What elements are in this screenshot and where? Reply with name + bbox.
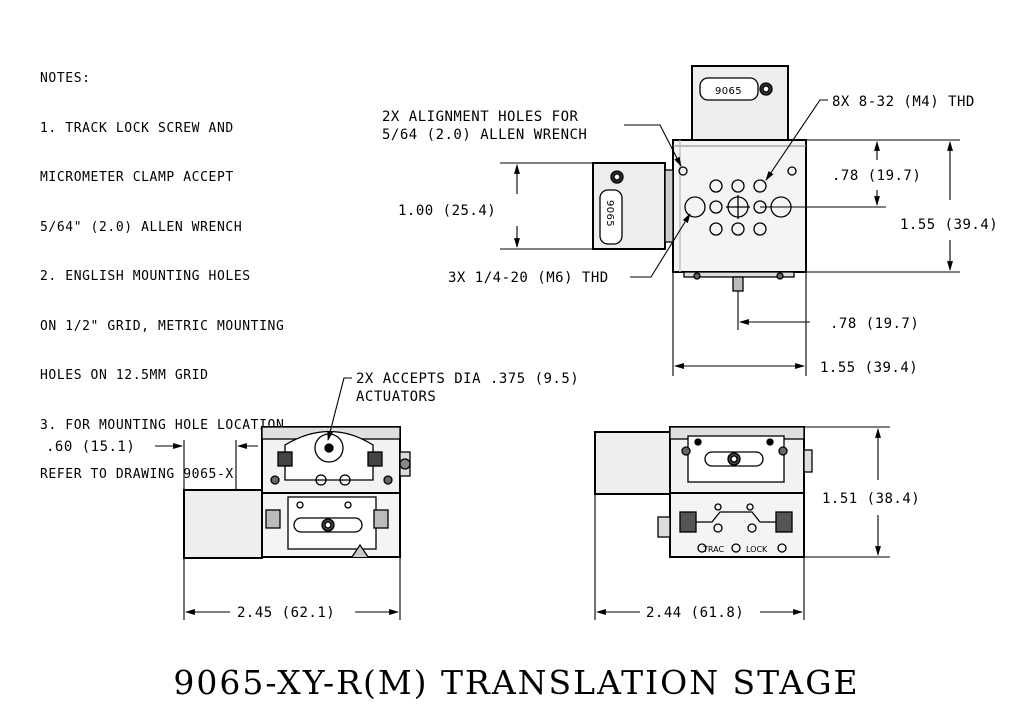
left-micrometer-block	[183, 489, 263, 559]
note-line-2: MICROMETER CLAMP ACCEPT	[40, 170, 234, 185]
dim-left-offset: .60 (15.1)	[46, 439, 135, 455]
callout-alignment-line1: 2X ALIGNMENT HOLES FOR	[382, 109, 579, 125]
note-line-7: 3. FOR MOUNTING HOLE LOCATION	[40, 417, 285, 433]
notes-block: NOTES: 1. TRACK LOCK SCREW AND MICROMETE…	[40, 38, 284, 500]
top-logo-plate	[699, 77, 759, 101]
front-left-view	[183, 426, 411, 559]
logo-side-text: 9065	[604, 200, 615, 227]
note-line-5: ON 1/2" GRID, METRIC MOUNTING	[40, 318, 285, 334]
dim-top-bottom-offset: .78 (19.7)	[830, 316, 919, 332]
dim-top-right-offset: .78 (19.7)	[832, 168, 921, 184]
note-line-8: REFER TO DRAWING 9065-X	[40, 467, 234, 482]
side-logo-plate	[599, 189, 623, 245]
top-body	[672, 139, 807, 273]
callout-alignment-line2: 5/64 (2.0) ALLEN WRENCH	[382, 127, 587, 143]
right-micrometer-block	[594, 431, 671, 495]
logo-top-text: 9065	[715, 86, 742, 97]
front-right-view	[594, 426, 813, 558]
note-line-1: 1. TRACK LOCK SCREW AND	[40, 120, 234, 136]
notes-header: NOTES:	[40, 71, 91, 86]
note-line-3: 5/64" (2.0) ALLEN WRENCH	[40, 219, 243, 235]
dim-left-width: 2.45 (62.1)	[237, 605, 335, 621]
callout-actuators-line1: 2X ACCEPTS DIA .375 (9.5)	[356, 371, 579, 387]
note-line-6: HOLES ON 12.5MM GRID	[40, 368, 209, 383]
lock-label: LOCK	[746, 545, 768, 554]
note-line-4: 2. ENGLISH MOUNTING HOLES	[40, 269, 251, 284]
top-view	[592, 65, 807, 292]
callout-8x-thd: 8X 8-32 (M4) THD	[832, 94, 975, 110]
dim-right-height: 1.51 (38.4)	[822, 491, 920, 507]
dim-top-right-height: 1.55 (39.4)	[900, 217, 998, 233]
trac-label: TRAC	[702, 545, 724, 554]
dim-top-width: 1.55 (39.4)	[820, 360, 918, 376]
dim-right-width: 2.44 (61.8)	[646, 605, 744, 621]
dim-top-height-left: 1.00 (25.4)	[398, 203, 496, 219]
drawing-title: 9065-XY-R(M) TRANSLATION STAGE	[173, 663, 860, 702]
callout-3x-thd: 3X 1/4-20 (M6) THD	[448, 270, 609, 286]
callout-actuators-line2: ACTUATORS	[356, 389, 436, 405]
